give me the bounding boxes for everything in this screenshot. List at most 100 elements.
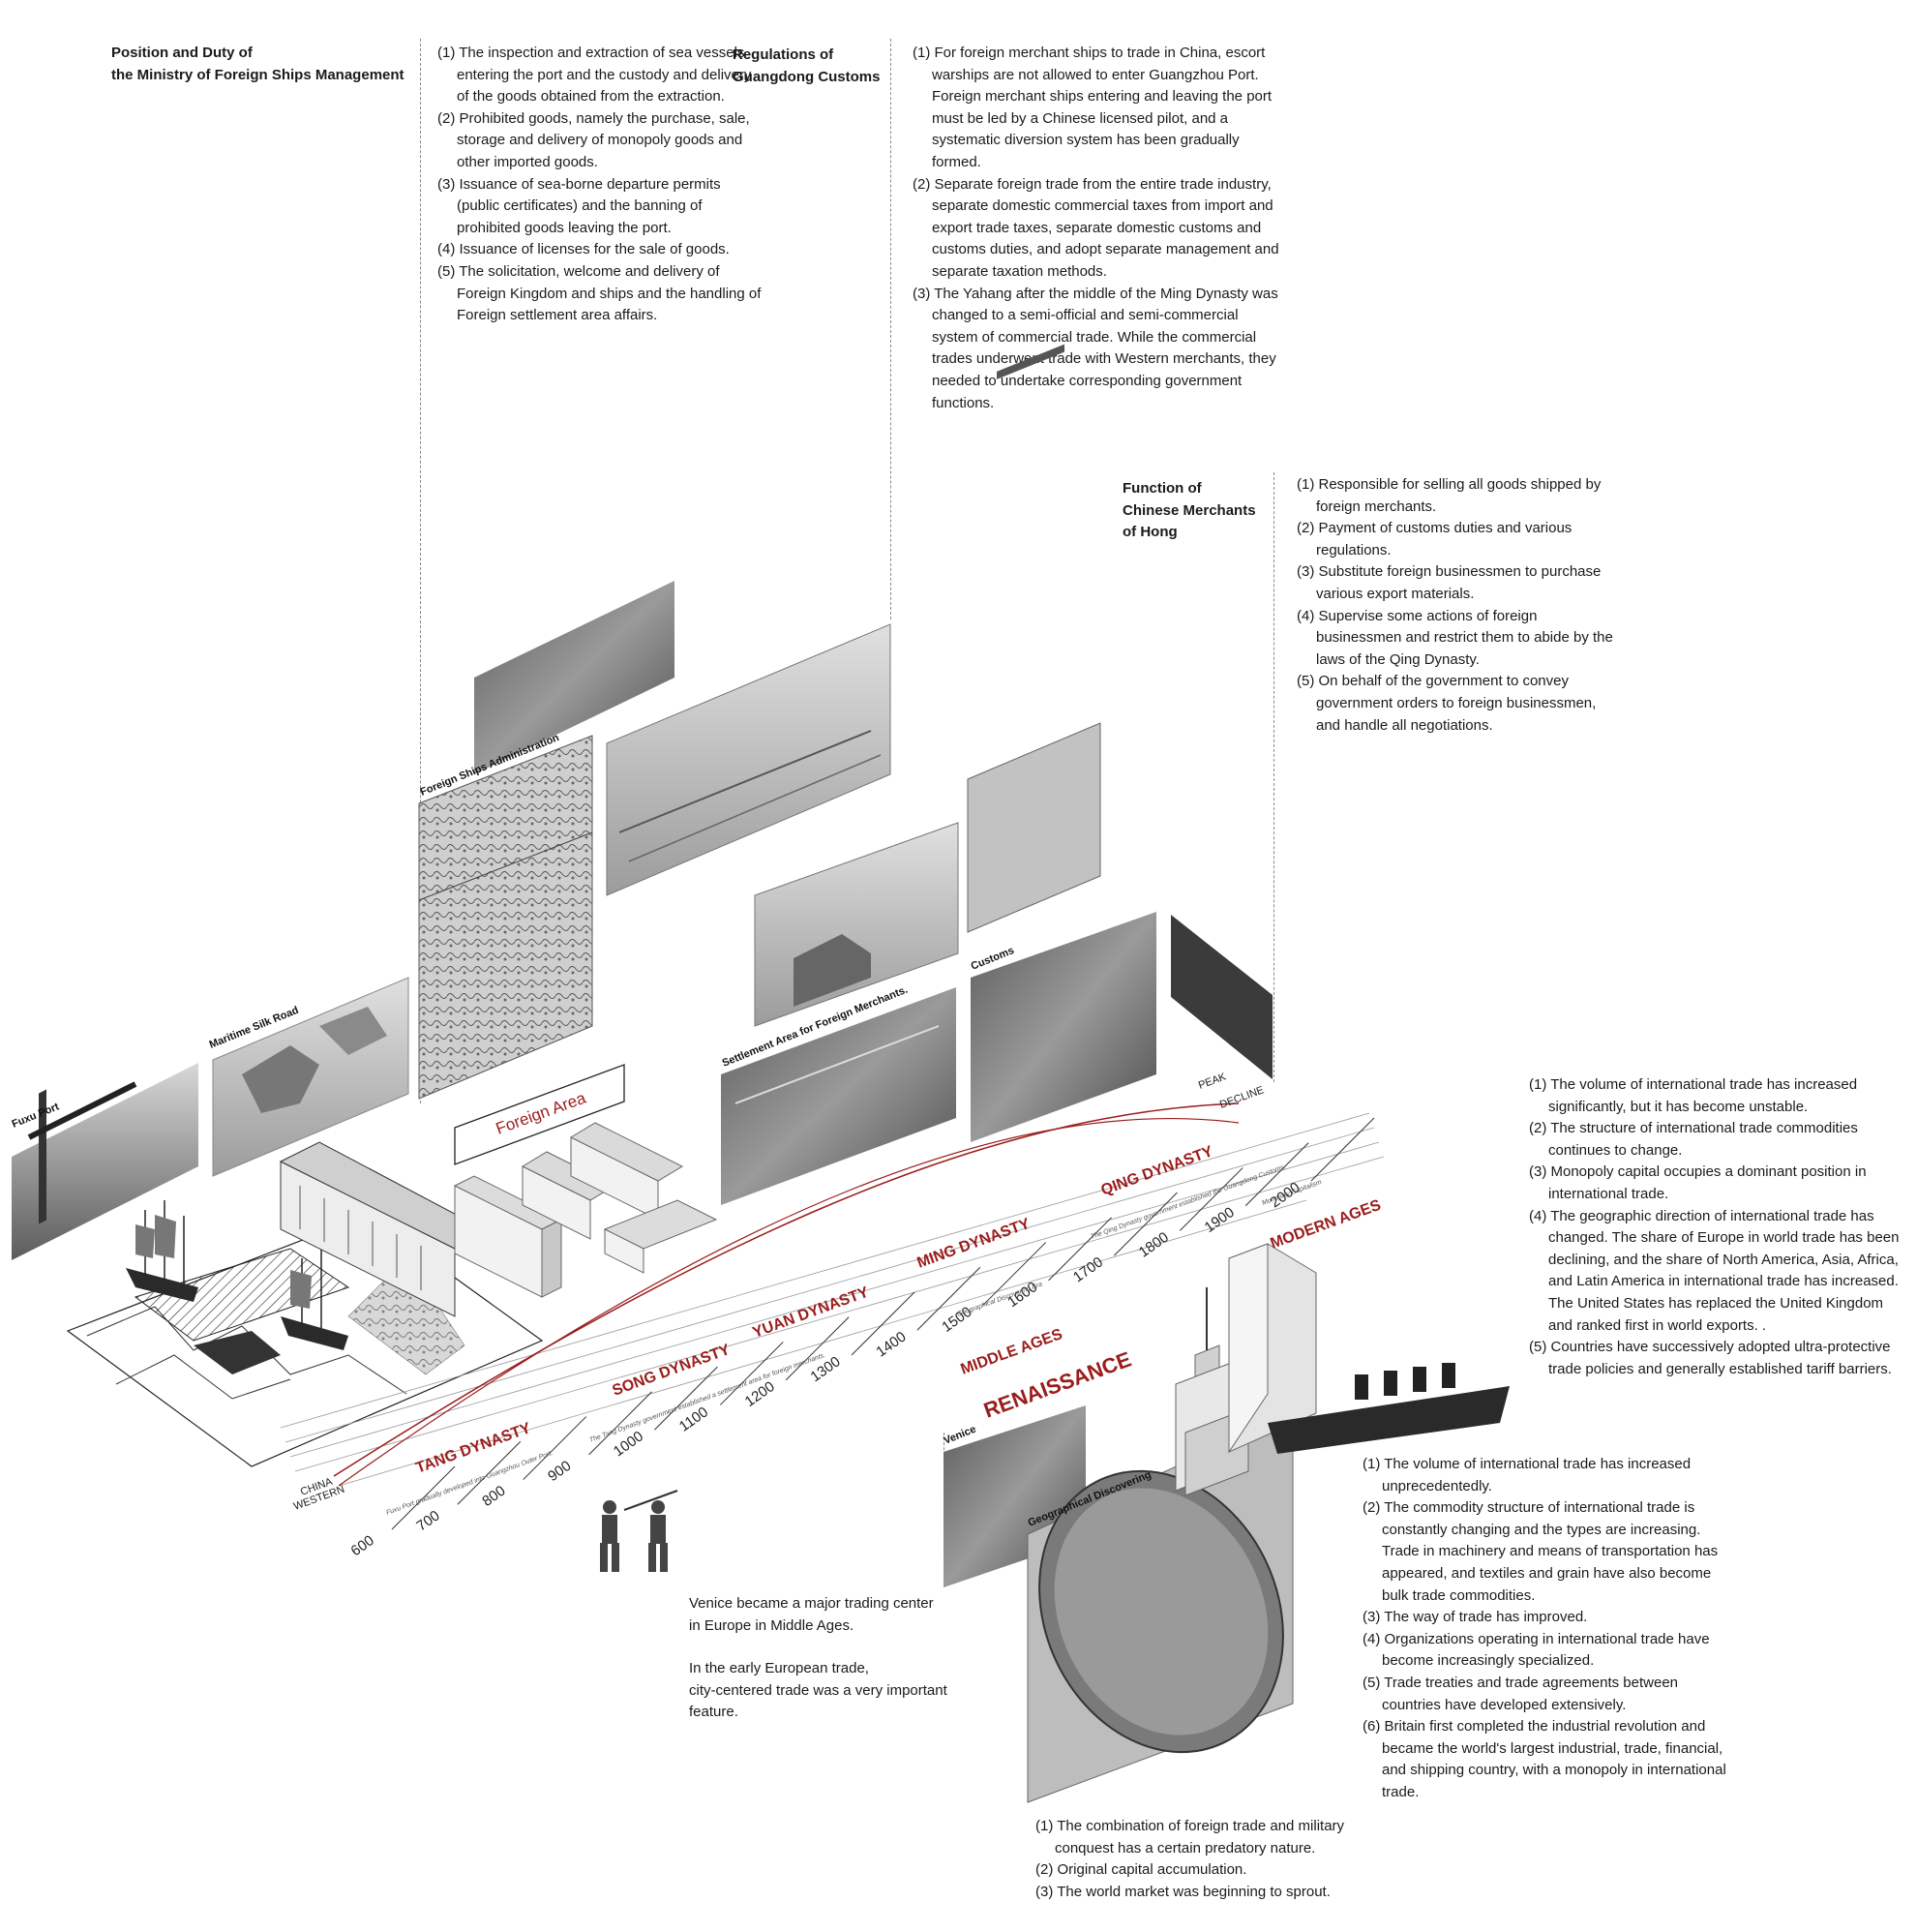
tick-line (719, 1342, 784, 1405)
world-map-engraving (1027, 1412, 1294, 1803)
tick-line (1179, 1167, 1243, 1231)
knights-illustration (600, 1490, 678, 1572)
hong-function-3: (3) Substitute foreign businessmen to pu… (1297, 563, 1602, 602)
era-modern-ages: MODERN AGES (1269, 1197, 1384, 1253)
hong-function-2: (2) Payment of customs duties and variou… (1297, 520, 1573, 558)
venice-line4: city-centered trade was a very important… (689, 1681, 947, 1721)
harbour-painting-top (474, 581, 674, 774)
tick-label: 900 (545, 1458, 574, 1485)
era-middle-ages: MIDDLE AGES (959, 1326, 1065, 1378)
certificate-document (967, 344, 1101, 933)
tick-label: 800 (479, 1483, 508, 1510)
venice-note: Venice became a major trading center in … (689, 1593, 999, 1724)
ocean-liner (1268, 1363, 1510, 1454)
tick-line (785, 1316, 850, 1381)
venice-line1: Venice became a major trading center (689, 1595, 934, 1612)
tick-label: 700 (413, 1507, 442, 1534)
modern-ages-list: (1) The volume of international trade ha… (1529, 1074, 1906, 1380)
hong-function-4: (4) Supervise some actions of foreign bu… (1297, 607, 1613, 668)
decline-label: DECLINE (1218, 1084, 1266, 1111)
industrial-list: (1) The volume of international trade ha… (1363, 1454, 1730, 1804)
canton-waterfront-painting (606, 623, 891, 896)
ministry-duties-list: (1) The inspection and extraction of sea… (437, 43, 762, 327)
sailing-ship-1 (126, 1200, 198, 1302)
industrial-point-4: (4) Organizations operating in internati… (1363, 1630, 1710, 1670)
tick-label: 1400 (873, 1328, 909, 1360)
sailing-ship-2 (281, 1249, 348, 1350)
tick-line (523, 1416, 587, 1480)
divider-ministry (420, 39, 421, 1103)
hong-title-line2: Chinese Merchants (1123, 501, 1256, 519)
modern-point-1: (1) The volume of international trade ha… (1529, 1076, 1858, 1115)
customs-regulations-list: (1) For foreign merchant ships to trade … (913, 43, 1285, 414)
western-trade-curve (338, 1117, 1240, 1487)
customs-title-line1: Regulations of (733, 46, 834, 63)
industrial-point-5: (5) Trade treaties and trade agreements … (1363, 1674, 1679, 1713)
tick-line (1310, 1117, 1375, 1182)
tick-label: 1700 (1070, 1253, 1106, 1285)
ministry-duty-5: (5) The solicitation, welcome and delive… (437, 262, 762, 324)
ministry-duty-3: (3) Issuance of sea-borne departure perm… (437, 175, 721, 236)
customs-title: Regulations of Guangdong Customs (733, 45, 881, 88)
foreign-factory-buildings (453, 1122, 718, 1298)
tick-label: 600 (348, 1532, 377, 1559)
tick-line (588, 1391, 652, 1456)
ministry-duty-1: (1) The inspection and extraction of sea… (437, 45, 752, 106)
china-trade-curve (333, 1102, 1240, 1477)
tick-line (851, 1291, 915, 1356)
hong-function-5: (5) On behalf of the government to conve… (1297, 673, 1597, 734)
modern-point-3: (3) Monopoly capital occupies a dominant… (1529, 1163, 1867, 1202)
tick-line (982, 1242, 1047, 1306)
peak-label: PEAK (1197, 1071, 1228, 1092)
hong-title-line1: Function of (1123, 480, 1202, 497)
discovery-point-3: (3) The world market was beginning to sp… (1035, 1883, 1331, 1900)
modern-point-5: (5) Countries have successively adopted … (1529, 1339, 1892, 1377)
discovery-point-2: (2) Original capital accumulation. (1035, 1861, 1247, 1879)
foreign-area-sign (454, 1064, 625, 1165)
industrial-point-3: (3) The way of trade has improved. (1363, 1609, 1588, 1626)
settlement-area-photo (721, 987, 956, 1205)
customs-gate-painting (754, 822, 959, 1027)
note-fuxu: Fuxu Port gradually developed into Guang… (385, 1450, 554, 1517)
modern-tower-block (1228, 1243, 1317, 1454)
hong-function-1: (1) Responsible for selling all goods sh… (1297, 476, 1602, 515)
discovery-list: (1) The combination of foreign trade and… (1035, 1816, 1364, 1903)
tick-line (654, 1366, 718, 1431)
hong-title: Function of Chinese Merchants of Hong (1123, 478, 1256, 544)
ministry-title-line1: Position and Duty of (111, 45, 253, 61)
customs-regulation-2: (2) Separate foreign trade from the enti… (913, 175, 1279, 280)
ministry-duty-4: (4) Issuance of licenses for the sale of… (437, 241, 730, 258)
industrial-point-2: (2) The commodity structure of internati… (1363, 1499, 1719, 1604)
industrial-point-1: (1) The volume of international trade ha… (1363, 1456, 1692, 1494)
discovery-point-1: (1) The combination of foreign trade and… (1035, 1818, 1345, 1857)
industrial-point-6: (6) Britain first completed the industri… (1363, 1718, 1726, 1800)
tick-line (391, 1465, 456, 1530)
tick-label: 1900 (1202, 1204, 1238, 1236)
ministry-duty-2: (2) Prohibited goods, namely the purchas… (437, 109, 750, 170)
venice-line3: In the early European trade, (689, 1660, 869, 1677)
tick-line (457, 1440, 522, 1505)
tick-line (1048, 1217, 1112, 1282)
hong-title-line3: of Hong (1123, 524, 1178, 541)
fuxu-port-photo (12, 1063, 198, 1260)
maritime-silk-road-map (212, 977, 409, 1177)
modern-point-2: (2) The structure of international trade… (1529, 1120, 1858, 1159)
customs-title-line2: Guangdong Customs (733, 68, 881, 85)
modern-point-4: (4) The geographic direction of internat… (1529, 1207, 1900, 1334)
ministry-title: Position and Duty of the Ministry of For… (111, 43, 404, 86)
foreign-ships-admin-map (418, 735, 593, 1100)
customs-regulation-1: (1) For foreign merchant ships to trade … (913, 45, 1273, 170)
tick-line (1244, 1142, 1309, 1207)
customs-photo (971, 912, 1156, 1142)
divider-customs (890, 39, 891, 619)
street-scene-photo (1171, 915, 1273, 1079)
era-yuan: YUAN DYNASTY (751, 1283, 872, 1341)
venice-line2: in Europe in Middle Ages. (689, 1616, 854, 1634)
ministry-title-line2: the Ministry of Foreign Ships Management (111, 66, 404, 83)
divider-hong (1273, 472, 1274, 1082)
hong-functions-list: (1) Responsible for selling all goods sh… (1297, 474, 1616, 737)
tick-line (916, 1266, 981, 1331)
tick-label: 1800 (1136, 1229, 1172, 1261)
tick-line (1114, 1192, 1178, 1256)
